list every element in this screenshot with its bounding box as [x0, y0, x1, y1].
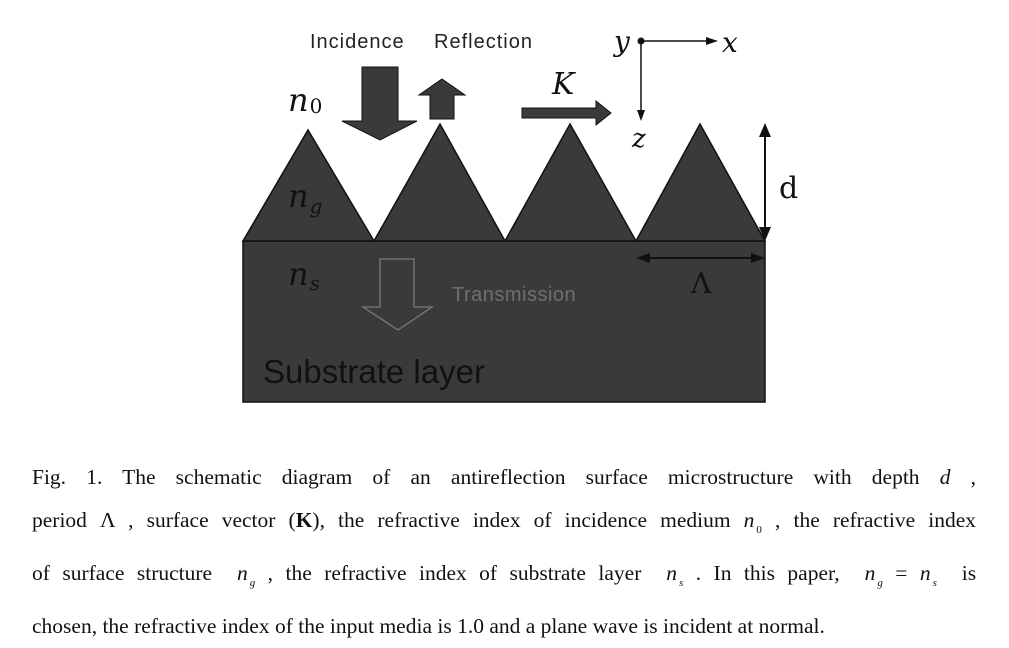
grating-tooth-1	[241, 128, 376, 242]
incidence-arrow	[341, 66, 418, 141]
depth-arrowhead-top	[759, 123, 771, 137]
ng-label: ng	[288, 177, 322, 218]
period-arrowhead-right	[751, 253, 765, 263]
y-axis-label: y	[612, 25, 631, 58]
figure-caption: Fig. 1. The schematic diagram of an anti…	[32, 456, 976, 648]
x-axis-arrowhead	[706, 37, 718, 45]
schematic-diagram: Incidence Reflection n0 ng ns K y x z d …	[241, 25, 798, 403]
incidence-label: Incidence	[310, 31, 405, 53]
substrate-block	[242, 240, 766, 403]
caption-k-symbol: K	[295, 508, 313, 532]
k-vector-arrow	[521, 99, 612, 127]
z-axis-arrowhead	[637, 110, 645, 121]
caption-n0-symbol: n	[743, 508, 755, 532]
grating-tooth-3	[503, 122, 638, 242]
transmission-label: Transmission	[452, 284, 576, 306]
caption-ns-symbol: n	[666, 561, 677, 585]
schematic-figure: Incidence Reflection n0 ng ns K y x z d …	[241, 25, 798, 403]
caption-depth-symbol: d	[939, 465, 951, 489]
x-axis-label: x	[722, 26, 738, 59]
reflection-label: Reflection	[434, 31, 533, 53]
n0-label: n0	[288, 81, 322, 119]
caption-line-1: Fig. 1. The schematic diagram of an anti…	[32, 465, 976, 489]
reflection-arrow	[417, 78, 467, 120]
grating-tooth-2	[372, 122, 507, 242]
period-arrowhead-left	[636, 253, 650, 263]
caption-ng-symbol: n	[236, 561, 248, 585]
depth-label: d	[779, 171, 798, 206]
transmission-arrow	[360, 258, 435, 331]
k-vector-label: K	[551, 67, 576, 102]
depth-arrowhead-bottom	[759, 227, 771, 241]
caption-line-4: chosen, the refractive index of the inpu…	[32, 614, 825, 638]
grating-tooth-4	[634, 122, 767, 242]
ns-label: ns	[288, 255, 320, 295]
z-axis-label: z	[631, 124, 646, 154]
substrate-label: Substrate layer	[263, 353, 485, 390]
period-label: Λ	[690, 267, 712, 300]
caption-line-2: period Λ , surface vector (K), the refra…	[32, 508, 977, 536]
